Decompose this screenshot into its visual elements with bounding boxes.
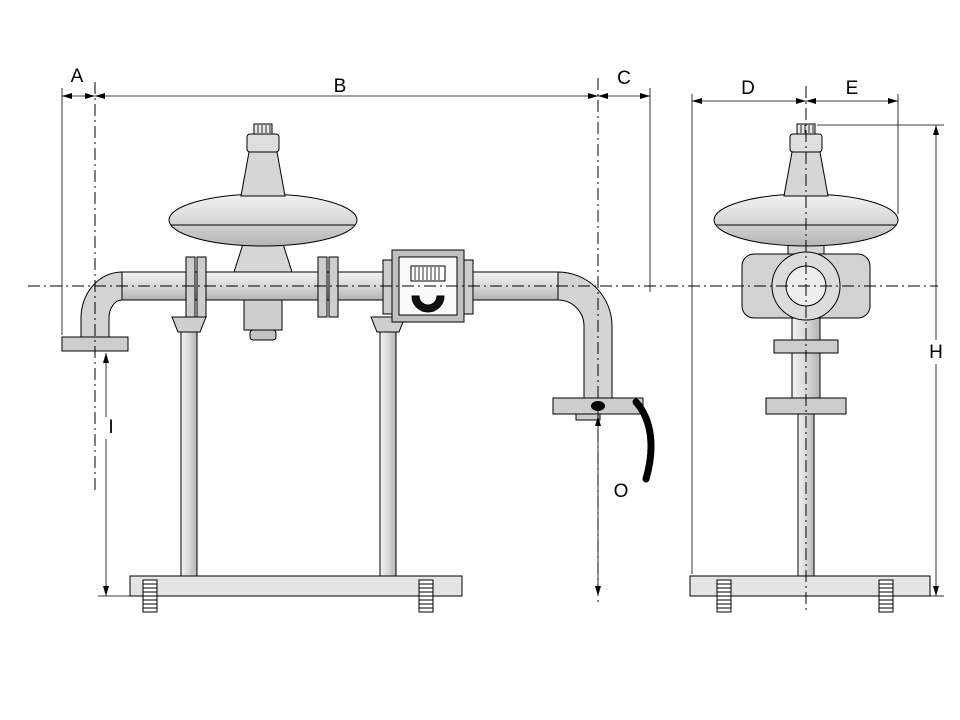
arrowhead (796, 98, 806, 104)
flange-pair-left (185, 256, 207, 318)
regulator-bottom-plug (243, 299, 283, 331)
label-mask (609, 480, 633, 503)
meter-register (410, 265, 446, 282)
leveling-foot (142, 579, 158, 613)
dim-label-c: C (617, 68, 631, 89)
regulator-front (168, 123, 358, 341)
support-stand-left (171, 316, 207, 577)
inlet-elbow (61, 271, 129, 352)
support-stand-right (370, 316, 406, 577)
label-mask (925, 340, 947, 364)
valve-bolt (591, 401, 605, 411)
outlet-stub (575, 413, 601, 421)
arrowhead (888, 98, 898, 104)
arrowhead (103, 586, 109, 596)
flange-disc (196, 256, 207, 318)
dim-label-i: I (108, 417, 113, 438)
leveling-foot (716, 579, 732, 613)
arrowhead (595, 586, 601, 596)
dimensions: A B C D E H I O (61, 66, 947, 597)
arrowhead (933, 586, 939, 596)
dim-label-h: H (929, 342, 943, 363)
arrowhead (595, 416, 601, 426)
outlet-elbow-valve (552, 271, 655, 483)
front-view (61, 123, 655, 613)
arrowhead (598, 93, 608, 99)
leveling-foot (878, 579, 894, 613)
arrowhead (95, 93, 105, 99)
diaphragm-dome (168, 193, 358, 247)
arrowhead (933, 125, 939, 135)
base-plate-front (129, 575, 463, 597)
elbow-body (557, 271, 613, 399)
dim-label-o: O (614, 481, 629, 502)
spring-tower (240, 151, 286, 197)
dim-label-d: D (741, 78, 755, 99)
label-mask (102, 417, 120, 439)
bottom-plug-cap (249, 329, 277, 341)
dim-label-a: A (71, 66, 84, 87)
adjustment-knob (253, 123, 273, 135)
spring-cap (246, 133, 280, 153)
flange-disc (317, 256, 328, 318)
meter-gauge (411, 295, 445, 313)
elbow-body (80, 271, 123, 341)
leveling-foot (418, 579, 434, 613)
arrowhead (806, 98, 816, 104)
dim-label-b: B (334, 76, 347, 97)
centerlines (28, 78, 938, 614)
arrowhead (692, 98, 702, 104)
flange-pair-right (317, 256, 339, 318)
base-plate-side (689, 575, 931, 597)
arrowhead (103, 353, 109, 363)
stand-post (180, 331, 198, 577)
flange-disc (185, 256, 196, 318)
arrowhead (85, 93, 95, 99)
arrowhead (62, 93, 72, 99)
arrowhead (588, 93, 598, 99)
arrowhead (640, 93, 650, 99)
register-hatch (414, 267, 440, 280)
stand-post (379, 331, 397, 577)
flange-disc (328, 256, 339, 318)
meter-flange-right (463, 259, 474, 315)
dim-label-e: E (846, 78, 859, 99)
regulator-throat (233, 243, 293, 273)
stand-bracket (171, 316, 207, 333)
side-view (689, 123, 931, 613)
valve-handle (632, 398, 655, 483)
meter-flange-left (382, 259, 393, 315)
